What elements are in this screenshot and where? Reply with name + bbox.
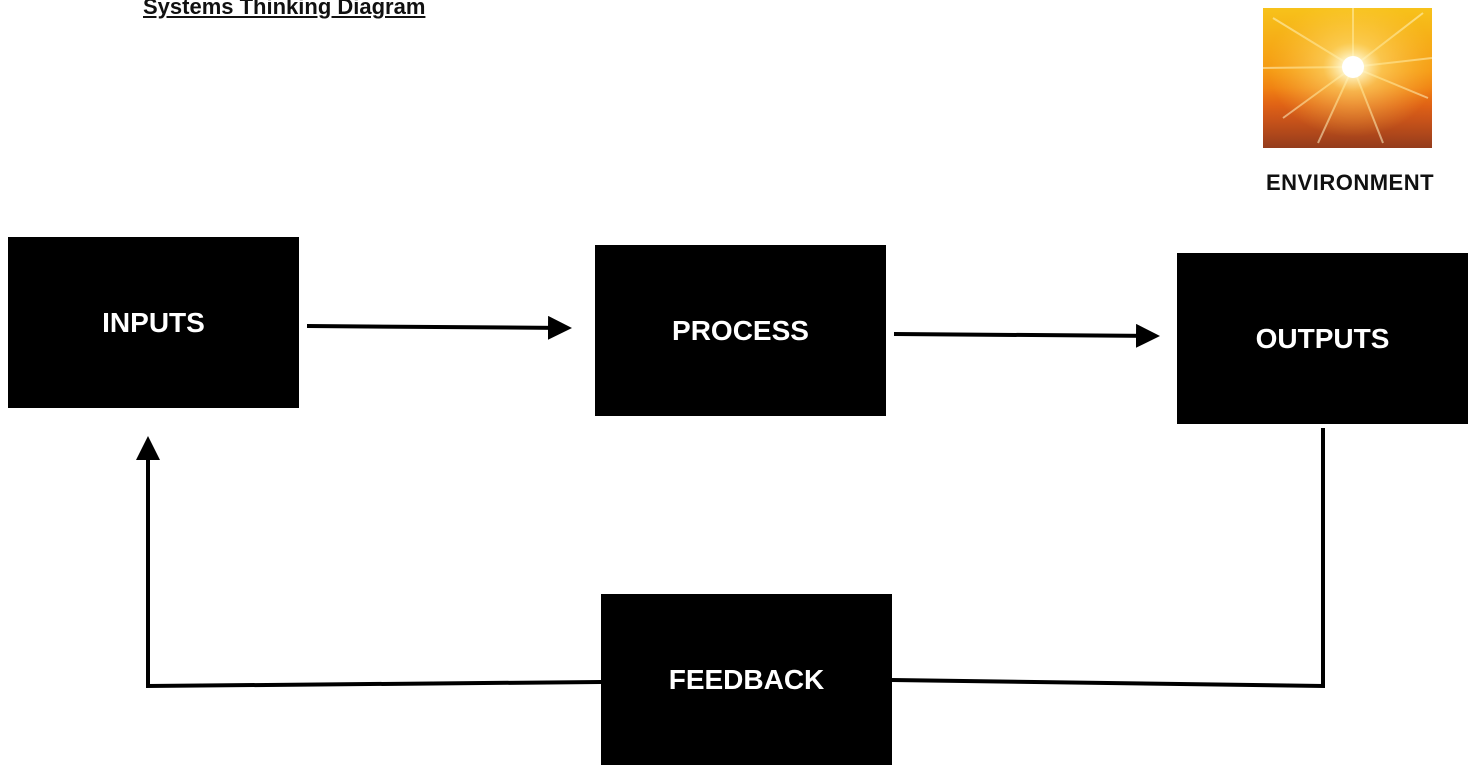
- outputs-label: OUTPUTS: [1255, 322, 1390, 354]
- feedback-arrow-to-inputs: [136, 436, 602, 689]
- process-label: PROCESS: [672, 314, 809, 346]
- diagram-title: Systems Thinking Diagram: [143, 0, 426, 19]
- outputs-box: OUTPUTS: [1177, 253, 1468, 424]
- sun-sky-icon: [1263, 8, 1432, 148]
- arrow-inputs-to-process: [306, 315, 572, 340]
- inputs-label: INPUTS: [102, 306, 205, 338]
- feedback-line-from-outputs: [891, 428, 1325, 689]
- inputs-box: INPUTS: [8, 237, 299, 408]
- feedback-box: FEEDBACK: [601, 594, 892, 765]
- process-box: PROCESS: [595, 245, 886, 416]
- environment-sun-image: [1263, 8, 1432, 148]
- feedback-label: FEEDBACK: [668, 663, 825, 695]
- environment-label: ENVIRONMENT: [1265, 170, 1435, 195]
- arrow-process-to-outputs: [893, 323, 1160, 348]
